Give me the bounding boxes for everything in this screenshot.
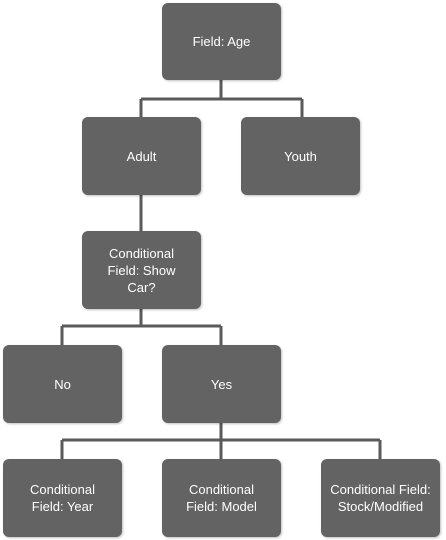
connector-yes-to-children [60,423,382,459]
node-no-label: No [54,376,71,392]
node-year-label: Conditional Field: Year [29,482,96,514]
node-youth: Youth [241,117,360,195]
connector-show-car-to-no-yes [60,309,223,345]
node-field-age: Field: Age [162,3,281,80]
node-no: No [3,345,122,423]
node-model: Conditional Field: Model [162,459,281,537]
connector-age-to-adult-youth [139,80,304,117]
node-yes: Yes [162,345,281,423]
node-youth-label: Youth [284,148,317,164]
node-adult-label: Adult [126,148,157,164]
node-field-age-label: Field: Age [192,34,251,49]
node-show-car: Conditional Field: Show Car? [82,231,201,309]
node-yes-label: Yes [210,376,233,392]
node-show-car-label: Conditional Field: Show Car? [107,245,176,295]
node-stock-modified: Conditional Field: Stock/Modified [321,459,440,537]
node-stock-modified-label: Conditional Field: Stock/Modified [330,482,431,514]
node-model-label: Conditional Field: Model [186,482,257,514]
node-year: Conditional Field: Year [3,459,122,537]
node-adult: Adult [82,117,201,195]
